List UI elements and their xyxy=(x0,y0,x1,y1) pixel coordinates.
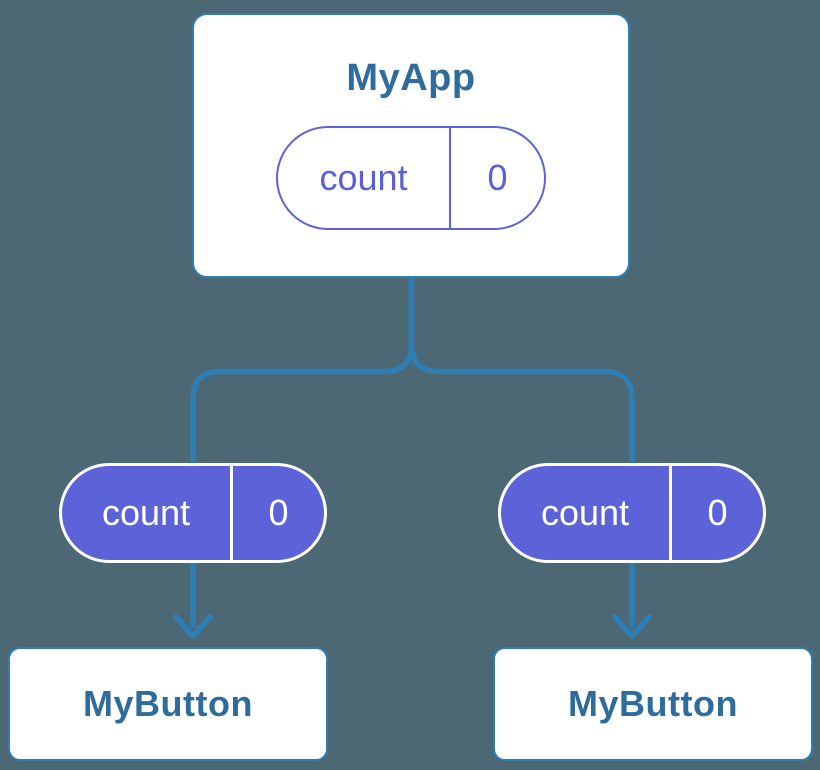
connector-right-branch xyxy=(408,277,635,628)
child-component-title: MyButton xyxy=(83,683,253,724)
connector-left-branch xyxy=(190,277,415,628)
prop-name-label: count xyxy=(62,466,233,560)
prop-name-label: count xyxy=(501,466,672,560)
arrowhead-left-icon xyxy=(173,614,213,639)
prop-value-label: 0 xyxy=(707,492,728,533)
prop-pill-right: count 0 xyxy=(498,463,766,563)
prop-value-label: 0 xyxy=(268,492,289,533)
arrowhead-right-icon xyxy=(612,614,652,639)
root-component-card: MyApp count 0 xyxy=(192,13,630,278)
state-name-label: count xyxy=(278,128,451,228)
prop-pill-left: count 0 xyxy=(59,463,327,563)
child-component-title: MyButton xyxy=(568,683,738,724)
child-component-card-left: MyButton xyxy=(8,647,328,761)
state-value-label: 0 xyxy=(487,157,508,198)
root-component-title: MyApp xyxy=(346,57,476,99)
root-state-pill: count 0 xyxy=(276,126,546,230)
child-component-card-right: MyButton xyxy=(493,647,813,761)
